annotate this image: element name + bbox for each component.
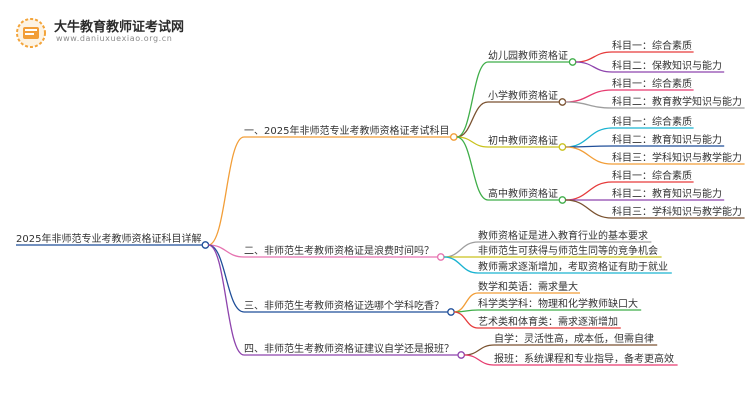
- site-url: www.daniuxuexiao.org.cn: [56, 34, 173, 43]
- leaf-1-1: 科目一：综合素质: [612, 39, 692, 52]
- branch-4-leaf-link-2: [464, 354, 495, 366]
- root-connector-dot: [201, 241, 210, 249]
- child-4-dot: [558, 196, 567, 204]
- leaf-link-3-3: [565, 146, 613, 165]
- branch-2: 二、非师范生考教师资格证是浪费时间吗？: [244, 244, 434, 257]
- leaf-2-1: 科目一：综合素质: [612, 77, 692, 90]
- branch-4-leaf-link-1: [464, 344, 495, 356]
- leaf-1-2: 科目二：保教知识与能力: [612, 59, 722, 72]
- leaf-3-2: 科目二：教育知识与能力: [612, 133, 722, 146]
- branch-1-dot: [449, 133, 458, 141]
- leaf-link-3-1: [565, 127, 613, 148]
- branch-3-dot: [447, 308, 455, 316]
- branch-3-leaf-link-1: [453, 292, 479, 313]
- child-link-3: [456, 136, 489, 148]
- child-link-1: [456, 61, 489, 138]
- branch-2-leaf-link-1: [443, 241, 479, 258]
- branch-3-leaf-link-3: [453, 311, 479, 329]
- branch-2-leaf-1: 教师资格证是进入教育行业的基本要求: [478, 229, 648, 242]
- child-link-2: [456, 101, 489, 138]
- logo: [14, 16, 48, 50]
- branch-3-leaf-1: 数学和英语：需求量大: [478, 280, 578, 293]
- branch-2-leaf-link-3: [443, 256, 479, 274]
- branch-4: 四、非师范生考教师资格证建议自学还是报班？: [244, 342, 454, 355]
- branch-4-dot: [457, 351, 466, 359]
- branch-3: 三、非师范生考教师资格证选哪个学科吃香？: [244, 299, 444, 312]
- child-4: 高中教师资格证: [488, 187, 558, 200]
- branch-2-leaf-2: 非师范生可获得与师范生同等的竞争机会: [478, 244, 658, 257]
- leaf-link-1-1: [575, 51, 613, 63]
- child-2-dot: [558, 98, 567, 106]
- branch-link-2: [208, 244, 245, 258]
- leaf-link-4-3: [565, 199, 613, 219]
- leaf-link-1-2: [575, 61, 613, 73]
- leaf-4-1: 科目一：综合素质: [612, 169, 692, 182]
- child-2: 小学教师资格证: [488, 89, 558, 102]
- root-node: 2025年非师范专业考教师资格证科目详解: [16, 232, 201, 245]
- branch-4-leaf-1: 自学：灵活性高，成本低，但需自律: [494, 332, 654, 345]
- branch-3-leaf-3: 艺术类和体育类：需求逐渐增加: [478, 315, 618, 328]
- leaf-4-3: 科目三：学科知识与教学能力: [612, 205, 742, 218]
- site-name: 大牛教育教师证考试网: [54, 20, 185, 35]
- branch-2-dot: [436, 253, 445, 261]
- logo-icon: [16, 18, 46, 48]
- child-3: 初中教师资格证: [488, 134, 558, 147]
- branch-4-leaf-2: 报班：系统课程和专业指导，备考更高效: [494, 352, 674, 365]
- branch-link-1: [208, 136, 245, 246]
- leaf-link-2-2: [565, 101, 613, 109]
- leaf-3-1: 科目一：综合素质: [612, 115, 692, 128]
- leaf-link-2-1: [565, 89, 613, 103]
- child-1: 幼儿园教师资格证: [488, 49, 568, 62]
- branch-2-leaf-3: 教师需求逐渐增加，考取资格证有助于就业: [478, 260, 668, 273]
- branch-link-4: [208, 244, 245, 356]
- leaf-3-3: 科目三：学科知识与教学能力: [612, 151, 742, 164]
- child-3-dot: [558, 143, 567, 151]
- branch-link-3: [208, 244, 245, 313]
- branch-3-leaf-2: 科学类学科：物理和化学教师缺口大: [478, 297, 638, 310]
- child-link-4: [456, 136, 489, 201]
- branch-1: 一、2025年非师范专业考教师资格证考试科目: [244, 124, 449, 137]
- leaf-link-4-1: [565, 181, 613, 201]
- leaf-2-2: 科目二：教育教学知识与能力: [612, 95, 742, 108]
- leaf-4-2: 科目二：教育知识与能力: [612, 187, 722, 200]
- child-1-dot: [568, 58, 577, 66]
